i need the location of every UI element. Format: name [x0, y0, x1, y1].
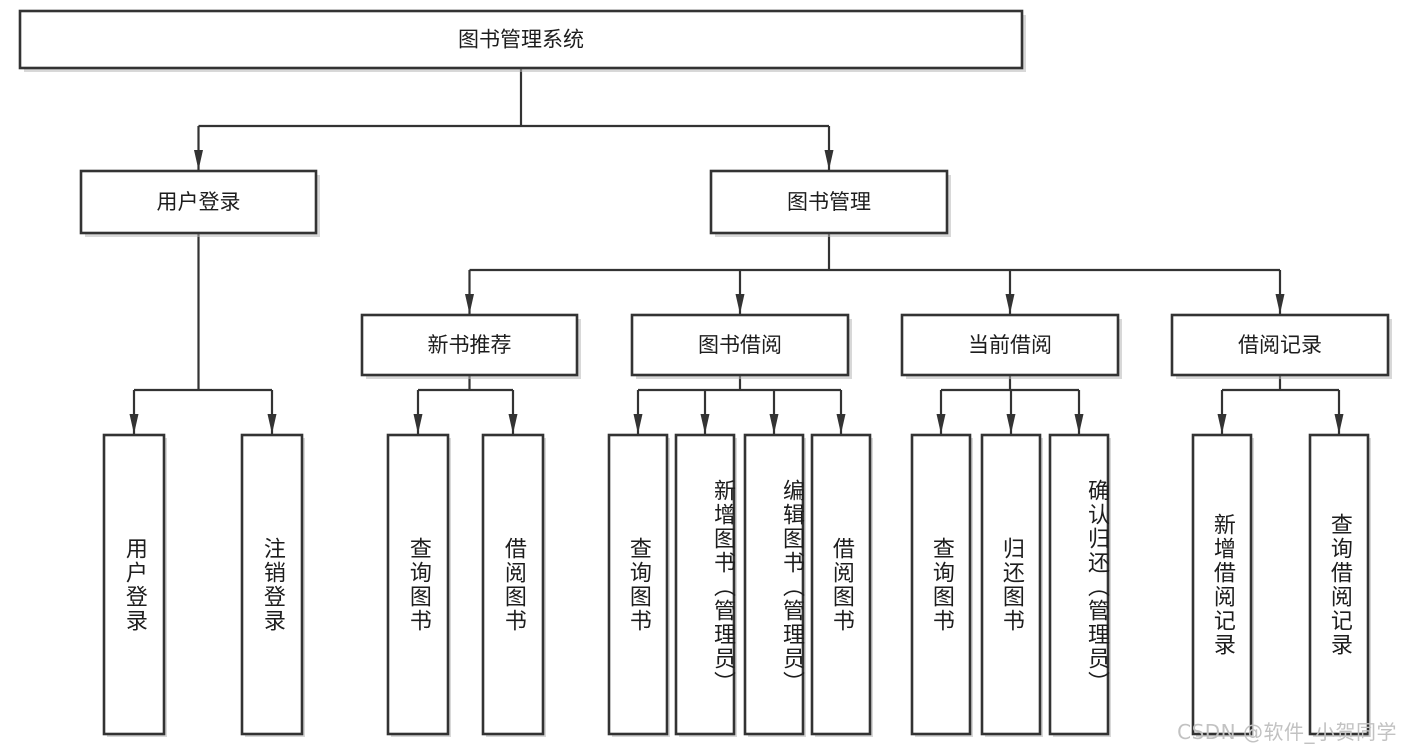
leaf-leaf-add-book[interactable] — [674, 433, 737, 737]
leaf-leaf-query-book-3[interactable] — [910, 433, 973, 737]
node-current-borrow[interactable]: 当前借阅 — [900, 313, 1122, 379]
arrow-head-icon — [1074, 414, 1084, 434]
node-label: 借阅记录 — [1238, 333, 1322, 357]
node-label: 图书管理系统 — [458, 28, 584, 52]
arrow-head-icon — [129, 414, 139, 434]
leaf-leaf-return-book[interactable] — [980, 433, 1043, 737]
arrow-head-icon — [836, 414, 846, 434]
leaf-leaf-logout-login[interactable] — [240, 433, 305, 737]
leaf-leaf-edit-book[interactable] — [743, 433, 806, 737]
leaf-leaf-user-login[interactable] — [102, 433, 167, 737]
node-new-book-recommend[interactable]: 新书推荐 — [360, 313, 581, 379]
leaf-leaf-confirm-return[interactable] — [1048, 433, 1111, 737]
leaf-leaf-query-borrow-record[interactable] — [1308, 433, 1371, 737]
node-label: 用户登录 — [157, 190, 241, 214]
leaf-leaf-add-borrow-record[interactable] — [1191, 433, 1254, 737]
watermark-text: CSDN @软件_小贺同学 — [1177, 720, 1397, 744]
arrow-head-icon — [1217, 414, 1227, 434]
node-label: 图书管理 — [787, 190, 871, 214]
node-user-login[interactable]: 用户登录 — [79, 169, 320, 237]
arrow-head-icon — [194, 150, 203, 170]
node-book-borrow[interactable]: 图书借阅 — [630, 313, 852, 379]
arrow-head-icon — [769, 414, 779, 434]
arrow-head-icon — [465, 294, 474, 314]
node-label: 当前借阅 — [968, 333, 1052, 357]
leaf-leaf-borrow-book-2[interactable] — [810, 433, 873, 737]
leaf-leaf-query-book-2[interactable] — [607, 433, 670, 737]
edges-layer — [129, 68, 1344, 434]
arrow-head-icon — [1275, 294, 1285, 314]
arrow-head-icon — [824, 150, 834, 170]
arrow-head-icon — [1334, 414, 1344, 434]
arrow-head-icon — [633, 414, 643, 434]
arrow-head-icon — [735, 294, 745, 314]
node-borrow-record[interactable]: 借阅记录 — [1170, 313, 1392, 379]
arrow-head-icon — [1006, 414, 1016, 434]
node-label: 新书推荐 — [428, 333, 512, 357]
arrow-head-icon — [413, 414, 423, 434]
node-book-manage[interactable]: 图书管理 — [709, 169, 951, 237]
arrow-head-icon — [936, 414, 946, 434]
node-root[interactable]: 图书管理系统 — [18, 9, 1026, 72]
node-label: 图书借阅 — [698, 333, 782, 357]
leaf-leaf-query-book-1[interactable] — [386, 433, 451, 737]
arrow-head-icon — [508, 414, 518, 434]
leaf-leaf-borrow-book-1[interactable] — [481, 433, 546, 737]
arrow-head-icon — [700, 414, 710, 434]
arrow-head-icon — [267, 414, 277, 434]
arrow-head-icon — [1005, 294, 1015, 314]
